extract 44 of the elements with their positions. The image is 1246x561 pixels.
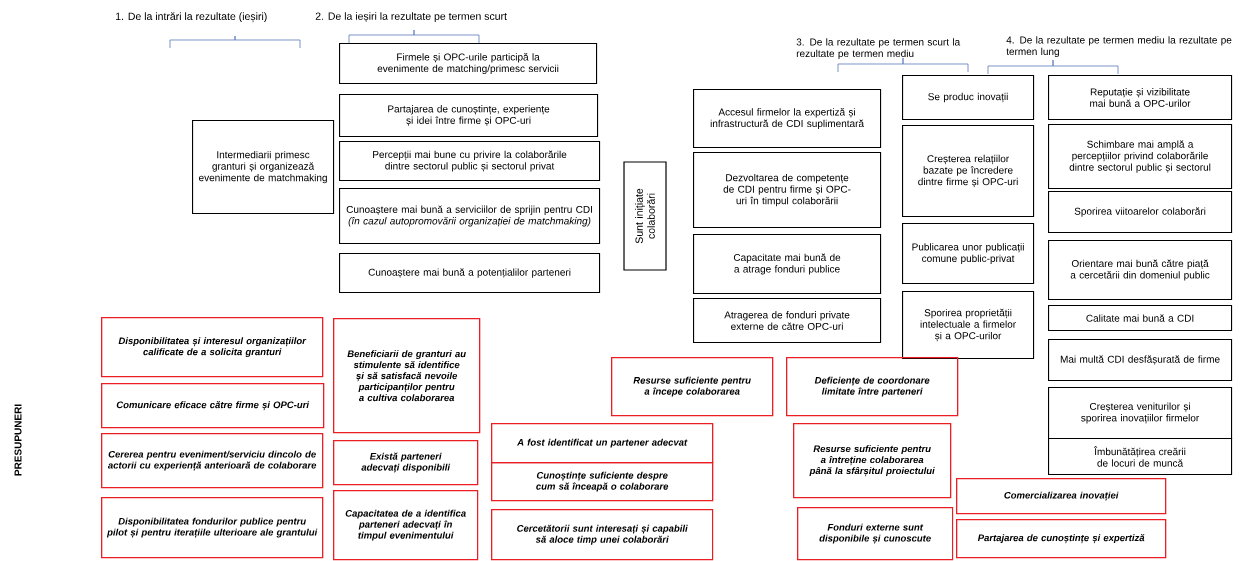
outcome-box: Creșterea veniturilor și sporirea inovațiilor firmelor (1048, 387, 1233, 440)
outcome-box: Calitate mai bună a CDI (1048, 305, 1233, 332)
assumption-box: Fonduri externe sunt disponibile și cunoscute (797, 507, 954, 561)
assumption-box: Beneficiarii de granturi au stimulente să identifice și să satisfacă nevoile participanților pentru a cultiva colaborarea (333, 318, 481, 434)
assumption-box: Există parteneri adecvați disponibili (333, 440, 479, 486)
activity-box: Sunt inițiate colaborări (623, 161, 667, 271)
assumption-box: Comercializarea inovației (956, 478, 1167, 515)
stage-heading: 2. De la ieșiri la rezultate pe termen scurt (315, 12, 507, 23)
assumption-box: Capacitatea de a identifica parteneri adecvați în timpul evenimentului (333, 490, 479, 561)
outcome-box: Mai multă CDI desfășurată de firme (1048, 339, 1233, 382)
assumption-box: Partajarea de cunoștințe și expertiză (956, 519, 1167, 559)
side-label: PRESUPUNERI (14, 404, 22, 476)
assumption-box: Cercetătorii sunt interesați și capabili să aloce timp unei colaborări (491, 509, 714, 561)
stage-heading: 3. De la rezultate pe termen scurt la rezultate pe termen mediu (796, 38, 961, 59)
outcome-box: Schimbare mai amplă a percepțiilor privind colaborările dintre sectorul public și sectorul (1048, 124, 1233, 190)
outcome-box: Îmbunătățirea creării de locuri de muncă (1048, 438, 1233, 476)
outcome-box: Capacitate mai bună de a atrage fonduri publice (693, 234, 882, 295)
outcome-box: Sporirea proprietății intelectuale a firmelor și a OPC-urilor (902, 291, 1035, 360)
outcome-box: Cunoaștere mai bună a potențialilor parteneri (339, 253, 601, 294)
assumption-box: Resurse suficiente pentru a întreține colaborarea până la sfârșitul proiectului (793, 423, 952, 499)
outcome-box: Partajarea de cunoștințe, experiențe și idei între firme și OPC-uri (339, 94, 599, 138)
stage-heading: 4. De la rezultate pe termen mediu la rezultate pe termen lung (1006, 36, 1232, 57)
assumption-box: Deficiențe de coordonare limitate între parteneri (786, 357, 959, 417)
stage-heading: 1. De la intrări la rezultate (ieșiri) (116, 12, 267, 23)
outcome-box: Reputație și vizibilitate mai bună a OPC-urilor (1048, 75, 1233, 121)
outcome-box: Firmele și OPC-urile participă la evenimente de matching/primesc servicii (339, 43, 598, 85)
outcome-box: Se produc inovații (902, 75, 1035, 121)
assumption-box: Cunoștințe suficiente despre cum să înceapă o colaborare (491, 462, 714, 502)
outcome-box: Sporirea viitoarelor colaborări (1048, 191, 1233, 234)
outcome-box: Orientare mai bună către piață a cercetării din domeniul public (1048, 240, 1233, 301)
outcome-box: Creșterea relațiilor bazate pe încredere dintre firme și OPC-uri (902, 125, 1035, 218)
outcome-box: Percepții mai bune cu privire la colaborările dintre sectorul public și sectorul privat (339, 141, 601, 182)
outcome-box: Atragerea de fonduri private externe de către OPC-uri (693, 298, 882, 344)
outcome-box: Accesul firmelor la expertiză și infrastructură de CDI suplimentară (693, 89, 882, 149)
outcome-box: Intermediarii primesc granturi și organizează evenimente de matchmaking (192, 120, 335, 215)
assumption-box: Comunicare eficace către firme și OPC-uri (101, 383, 325, 429)
assumption-box: Resurse suficiente pentru a începe colaborarea (611, 357, 774, 417)
outcome-box: Publicarea unor publicații comune public-privat (902, 223, 1035, 285)
outcome-box: Cunoaștere mai bună a serviciilor de sprijin pentru CDI (în cazul autopromovării organizației de matchmaking) (339, 188, 601, 245)
assumption-box: Cererea pentru eveniment/serviciu dincolo de actorii cu experiență anterioară de colaborare (101, 433, 324, 489)
assumption-box: Disponibilitatea fondurilor publice pentru pilot și pentru iterațiile ulterioare ale grantului (101, 497, 324, 559)
assumption-box: A fost identificat un partener adecvat (491, 423, 714, 464)
outcome-box: Dezvoltarea de competențe de CDI pentru firme și OPC-uri în timpul colaborării (693, 152, 882, 229)
assumption-box: Disponibilitatea și interesul organizațiilor calificate de a solicita granturi (101, 317, 324, 378)
